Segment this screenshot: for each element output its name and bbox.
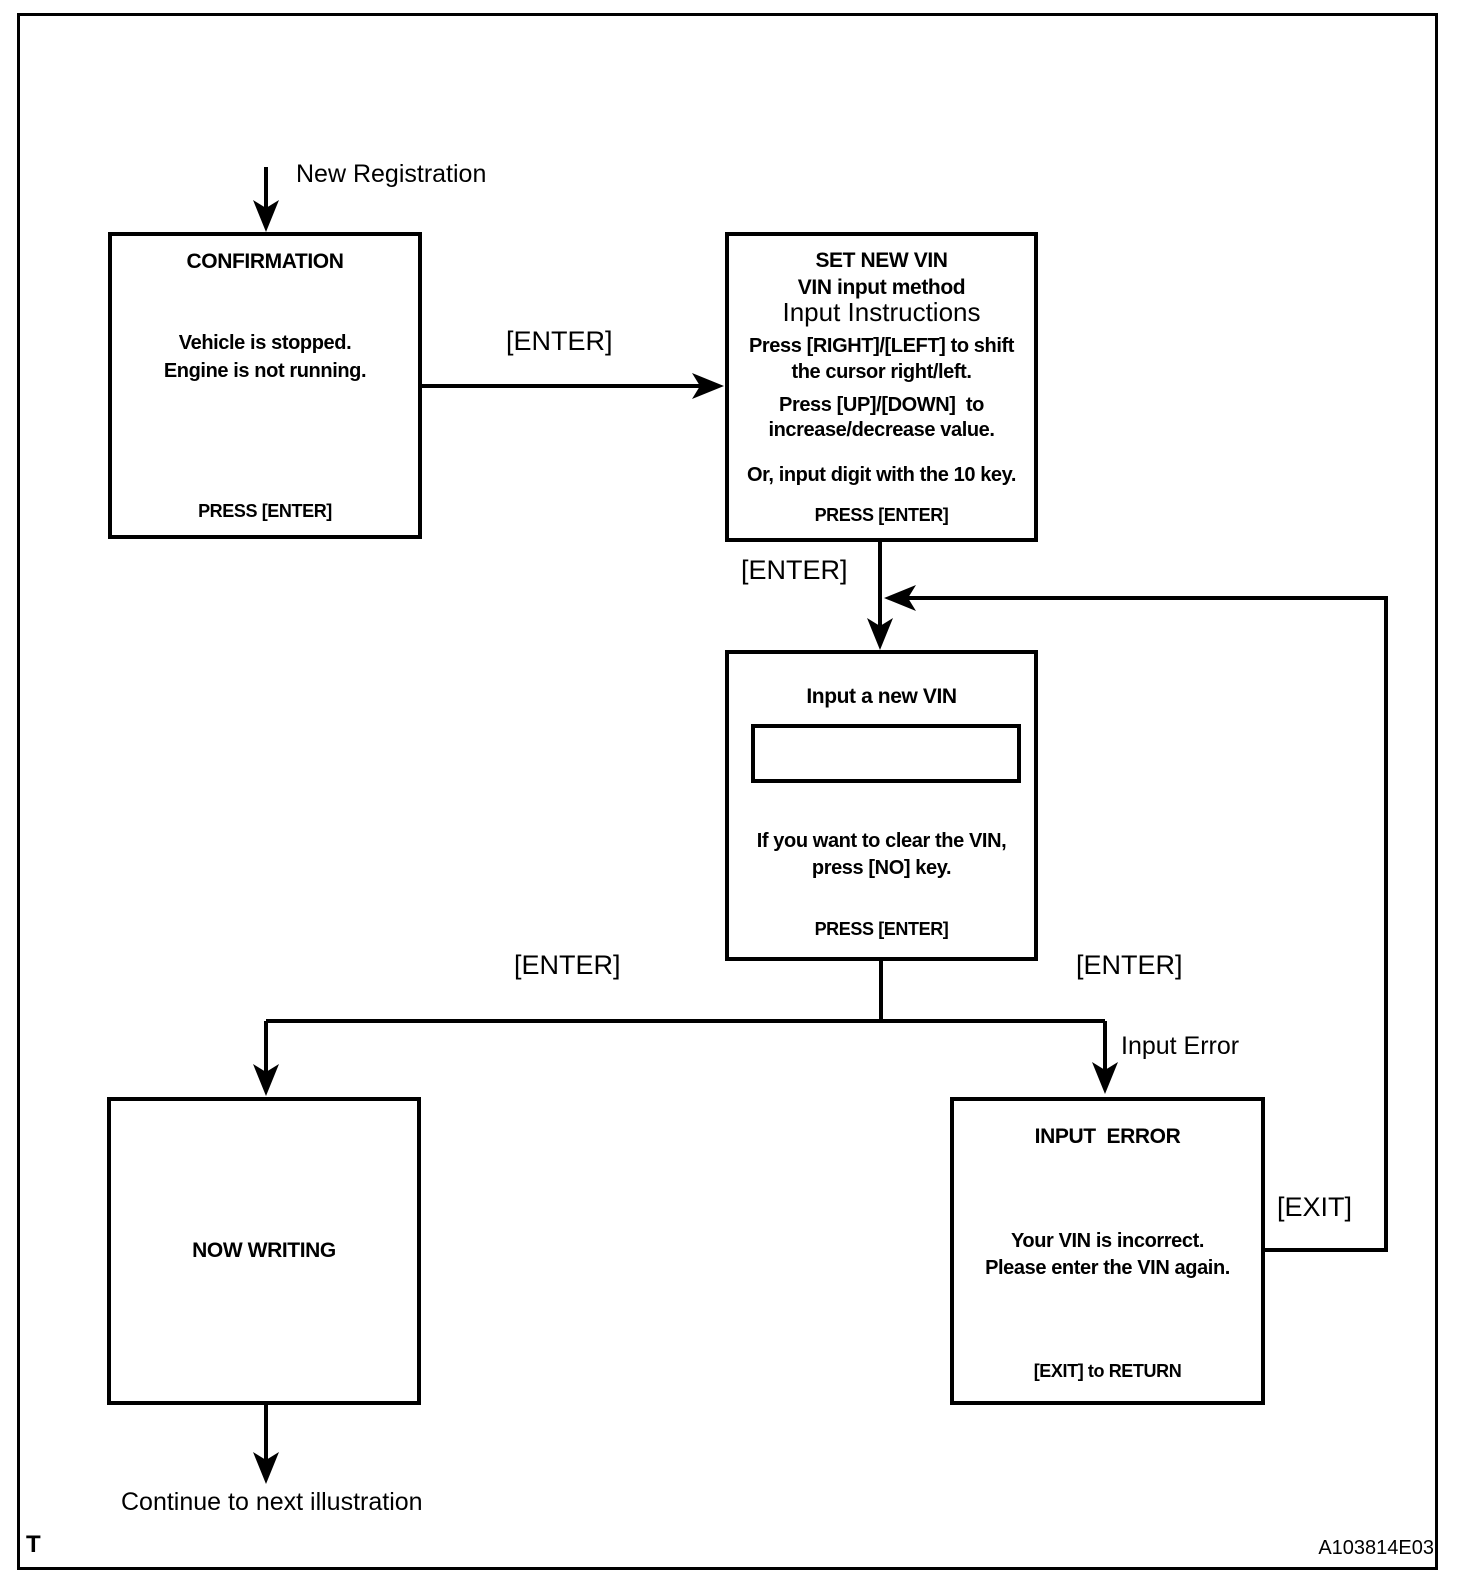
confirmation-line: Engine is not running. bbox=[163, 360, 367, 382]
edge-label-exit: [EXIT] bbox=[1277, 1192, 1353, 1222]
arrow-start-to-confirmation bbox=[253, 167, 279, 232]
edge-label-enter-left: [ENTER] bbox=[514, 950, 621, 980]
input-vin-line: press [NO] key. bbox=[811, 857, 952, 879]
input-error-footer: [EXIT] to RETURN bbox=[1033, 1361, 1182, 1382]
line-input-vin-to-branch bbox=[266, 960, 1105, 1023]
set-new-vin-line: Press [UP]/[DOWN] to bbox=[779, 394, 984, 416]
arrow-now-writing-to-continue bbox=[253, 1404, 279, 1484]
set-new-vin-line: the cursor right/left. bbox=[791, 361, 972, 383]
vin-input-field bbox=[751, 724, 1021, 783]
corner-mark: T bbox=[26, 1531, 41, 1558]
set-new-vin-box: SET NEW VIN VIN input method Input Instr… bbox=[725, 232, 1038, 542]
confirmation-footer: PRESS [ENTER] bbox=[198, 501, 332, 522]
input-vin-title: Input a new VIN bbox=[806, 685, 957, 708]
page-border bbox=[17, 13, 1438, 1570]
input-vin-footer: PRESS [ENTER] bbox=[814, 919, 949, 940]
set-new-vin-title: SET NEW VIN bbox=[815, 249, 948, 272]
input-error-line: Please enter the VIN again. bbox=[985, 1257, 1230, 1279]
input-error-box: INPUT ERROR Your VIN is incorrect. Pleas… bbox=[950, 1097, 1265, 1405]
arrow-exit-return bbox=[884, 585, 1388, 1252]
arrow-confirmation-to-set-new-vin bbox=[422, 373, 724, 399]
arrow-branch-to-now-writing bbox=[253, 1021, 279, 1096]
set-new-vin-line: Or, input digit with the 10 key. bbox=[746, 464, 1017, 486]
now-writing-box: NOW WRITING bbox=[107, 1097, 421, 1405]
confirmation-line: Vehicle is stopped. bbox=[178, 332, 352, 354]
input-vin-box: Input a new VIN If you want to clear the… bbox=[725, 650, 1038, 961]
edge-label-enter-right: [ENTER] bbox=[1076, 950, 1183, 980]
arrow-branch-to-input-error bbox=[1092, 1021, 1118, 1094]
input-error-line: Your VIN is incorrect. bbox=[1010, 1230, 1205, 1252]
set-new-vin-heading: Input Instructions bbox=[782, 297, 981, 327]
end-label: Continue to next illustration bbox=[121, 1488, 423, 1516]
set-new-vin-line: Press [RIGHT]/[LEFT] to shift bbox=[748, 335, 1015, 357]
confirmation-title: CONFIRMATION bbox=[186, 250, 344, 273]
confirmation-box: CONFIRMATION Vehicle is stopped. Engine … bbox=[108, 232, 422, 539]
set-new-vin-line: increase/decrease value. bbox=[768, 419, 995, 441]
edge-label-enter-mid: [ENTER] bbox=[741, 555, 848, 585]
now-writing-title: NOW WRITING bbox=[192, 1239, 336, 1262]
set-new-vin-footer: PRESS [ENTER] bbox=[814, 505, 949, 526]
input-error-title: INPUT ERROR bbox=[1034, 1125, 1181, 1148]
input-vin-line: If you want to clear the VIN, bbox=[756, 830, 1007, 852]
edge-label-input-error: Input Error bbox=[1121, 1032, 1240, 1060]
drawing-code: A103814E03 bbox=[1318, 1537, 1434, 1559]
start-label: New Registration bbox=[296, 160, 487, 188]
edge-label-enter-top: [ENTER] bbox=[506, 326, 613, 356]
set-new-vin-subtitle: VIN input method bbox=[797, 276, 966, 299]
arrow-set-new-vin-to-input-vin bbox=[867, 542, 893, 650]
